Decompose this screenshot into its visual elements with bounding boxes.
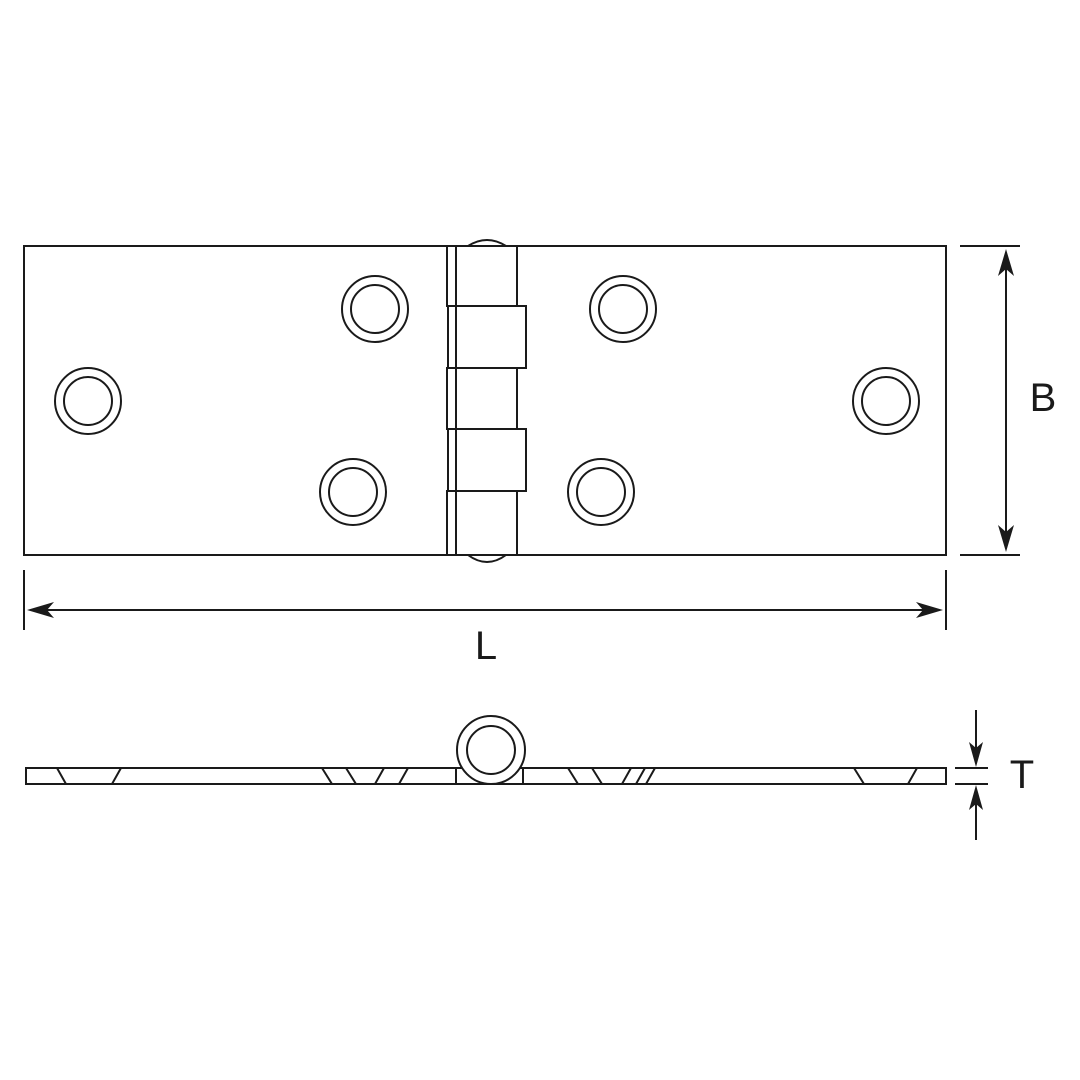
arrowhead	[998, 525, 1014, 552]
arrowhead	[969, 742, 983, 767]
left-leaf	[23, 245, 449, 556]
right-leaf	[516, 245, 947, 556]
arrowhead	[27, 602, 54, 618]
dimension-thickness: T	[955, 710, 1034, 840]
screw-hole	[319, 458, 387, 526]
countersink	[345, 767, 385, 785]
knuckle	[446, 367, 518, 430]
pin-profile	[466, 725, 516, 775]
hinge-top-view	[23, 239, 947, 563]
thickness-label: T	[1010, 753, 1034, 797]
hinge-side-view	[25, 715, 947, 785]
leaf-edge	[25, 767, 457, 785]
countersink	[321, 767, 346, 785]
arrowhead	[998, 249, 1014, 276]
countersink	[567, 767, 592, 785]
countersink-sections	[56, 767, 918, 785]
screw-hole	[589, 275, 657, 343]
leaf-edge	[522, 767, 947, 785]
countersink	[591, 767, 632, 785]
screw-hole	[567, 458, 635, 526]
screw-holes	[54, 275, 920, 526]
pin-cap-bottom	[467, 554, 507, 563]
knuckle	[455, 305, 527, 369]
countersink	[645, 767, 656, 785]
countersink	[635, 767, 646, 785]
screw-hole	[341, 275, 409, 343]
arrowhead	[969, 785, 983, 810]
knuckle	[446, 245, 518, 307]
width-label: B	[1030, 376, 1057, 420]
length-label: L	[475, 624, 497, 668]
knuckle	[446, 490, 518, 556]
knuckle	[455, 428, 527, 492]
countersink	[56, 767, 122, 785]
arrowhead	[916, 602, 943, 618]
countersink	[398, 767, 409, 785]
screw-hole	[54, 367, 122, 435]
screw-hole	[852, 367, 920, 435]
pin-cap-top	[467, 239, 507, 247]
dimension-width: B	[960, 245, 1057, 556]
hinge-knuckles	[446, 245, 527, 556]
countersink	[853, 767, 918, 785]
dimension-length: L	[23, 570, 947, 668]
